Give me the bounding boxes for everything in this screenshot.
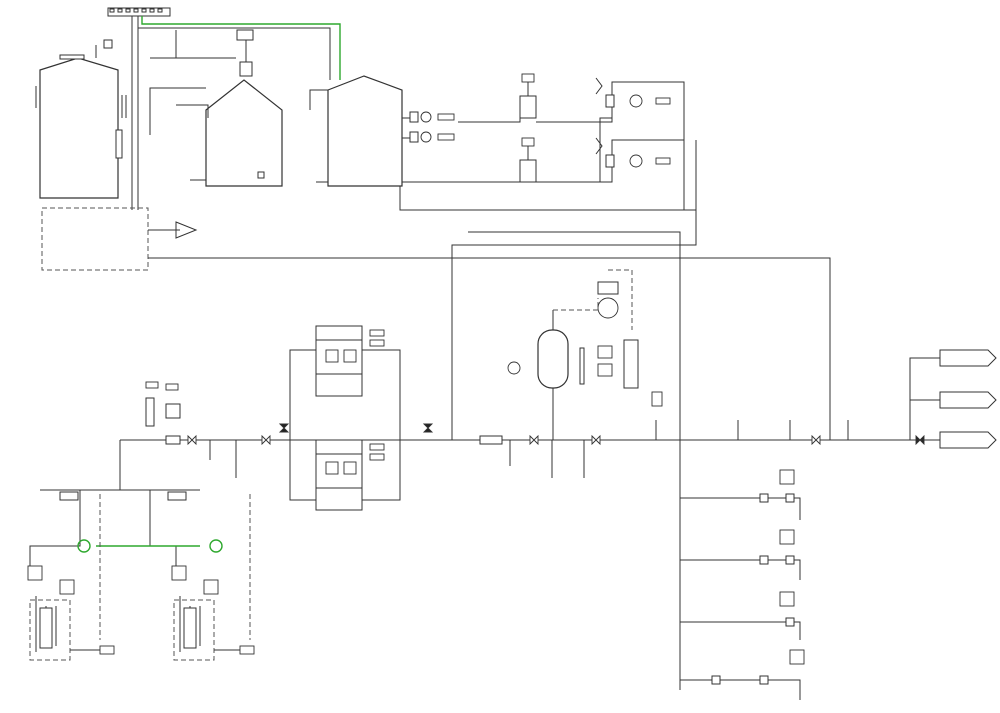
branch-2 — [680, 529, 801, 580]
pump-b — [519, 137, 537, 183]
vent-line-2 — [138, 27, 331, 80]
branch-1 — [680, 469, 801, 520]
pump-suction-line — [458, 99, 530, 183]
outlet-1 — [939, 349, 997, 367]
tank-2-side-inlet — [176, 104, 209, 118]
branch-4 — [680, 649, 805, 700]
train-2 — [315, 439, 385, 511]
pressure-control — [597, 281, 619, 319]
tank-3-tag-2 — [437, 133, 455, 141]
pump-a — [519, 73, 537, 119]
skid-a — [27, 490, 115, 661]
tank-1-vent-line — [95, 39, 113, 58]
tank-3-inlet — [309, 89, 328, 110]
filter-b — [605, 154, 671, 168]
tank-2-inlet-line — [150, 30, 236, 59]
header-drains-left — [209, 440, 237, 478]
pump-discharge-line — [402, 117, 612, 183]
skid-dashed-links — [99, 494, 251, 640]
header-gauge — [651, 391, 663, 407]
tank-3-indicator-2 — [420, 131, 432, 143]
tank-3 — [327, 75, 403, 187]
branch-3 — [680, 591, 801, 640]
tank-1-side-pipe — [121, 95, 127, 118]
relief-valves — [595, 77, 603, 155]
header-valves — [187, 423, 925, 446]
tank-2 — [205, 29, 283, 187]
remote-unit — [41, 207, 149, 271]
strainer — [165, 435, 181, 445]
pressure-vessel — [507, 310, 639, 440]
green-vent-line — [141, 16, 341, 80]
filter-a-line — [536, 81, 685, 210]
outlet-manifold — [909, 357, 940, 441]
tank-1 — [35, 54, 123, 199]
bypass-loop — [468, 231, 681, 440]
vent-header — [107, 7, 171, 17]
skid-b — [149, 490, 255, 661]
tank-3-outlets — [402, 117, 410, 139]
tank-3-indicator-1 — [420, 111, 432, 123]
train-1 — [315, 325, 385, 397]
tank-2-overflow-line — [149, 87, 206, 135]
pressure-control-link — [553, 269, 633, 330]
remote-unit-arrow — [148, 221, 198, 239]
return-line — [148, 257, 831, 440]
header-meter — [479, 435, 503, 445]
outlet-3 — [939, 431, 997, 449]
flow-meter-tag — [145, 381, 159, 389]
filter-a — [605, 94, 671, 108]
flow-meter — [145, 397, 155, 427]
gauge-1-tag — [165, 383, 179, 391]
header-drains-center — [509, 420, 849, 478]
gauge-1 — [165, 403, 181, 419]
outlet-2 — [939, 391, 997, 409]
tank-3-nozzle-2 — [409, 131, 419, 143]
tank-3-tag-1 — [437, 113, 455, 121]
tank-3-nozzle-1 — [409, 111, 419, 123]
recirculation-loop — [399, 140, 697, 440]
skid-header — [40, 440, 200, 491]
